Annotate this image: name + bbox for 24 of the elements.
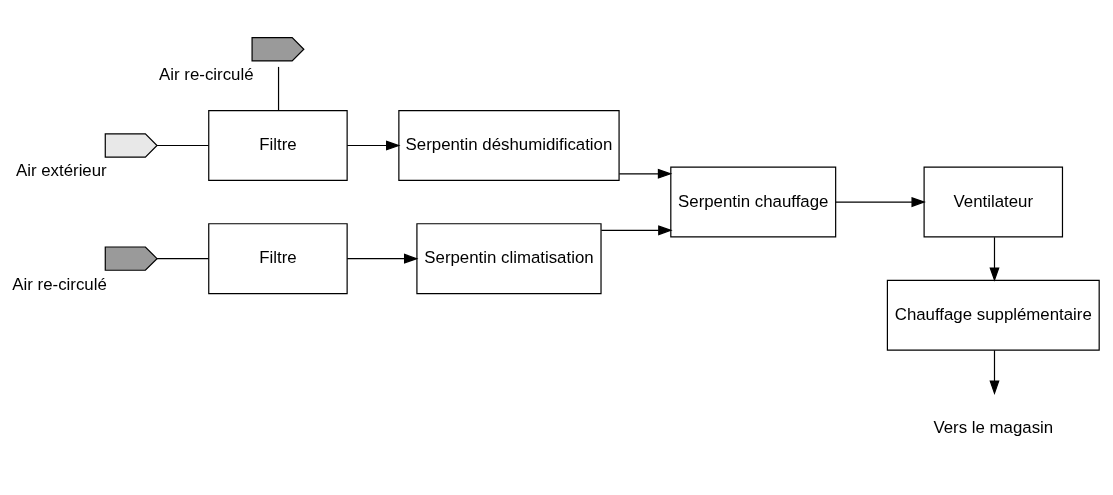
arrow bbox=[600, 225, 673, 236]
node-box: Serpentin climatisation bbox=[416, 223, 602, 295]
arrow bbox=[346, 253, 419, 264]
node-pentagon bbox=[104, 246, 158, 271]
arrow bbox=[346, 140, 401, 151]
node-label: Air re-circulé bbox=[12, 274, 107, 294]
node-box: Filtre bbox=[208, 110, 348, 181]
node-label: Air re-circulé bbox=[159, 65, 254, 85]
node-text: Vers le magasin bbox=[933, 417, 1054, 437]
connector bbox=[156, 258, 210, 260]
node-box: Serpentin déshumidification bbox=[398, 110, 620, 181]
node-pentagon bbox=[251, 37, 305, 62]
node-box: Chauffage supplémentaire bbox=[886, 279, 1100, 351]
node-box: Serpentin chauffage bbox=[670, 166, 837, 238]
node-label: Air extérieur bbox=[15, 161, 107, 181]
node-box: Ventilateur bbox=[923, 166, 1064, 238]
arrow bbox=[618, 168, 673, 179]
arrow bbox=[835, 197, 926, 208]
arrow bbox=[989, 236, 1000, 282]
node-pentagon bbox=[104, 133, 158, 158]
node-box: Filtre bbox=[208, 223, 348, 295]
connector bbox=[156, 144, 210, 147]
connector bbox=[277, 66, 280, 112]
arrow bbox=[989, 349, 1000, 395]
